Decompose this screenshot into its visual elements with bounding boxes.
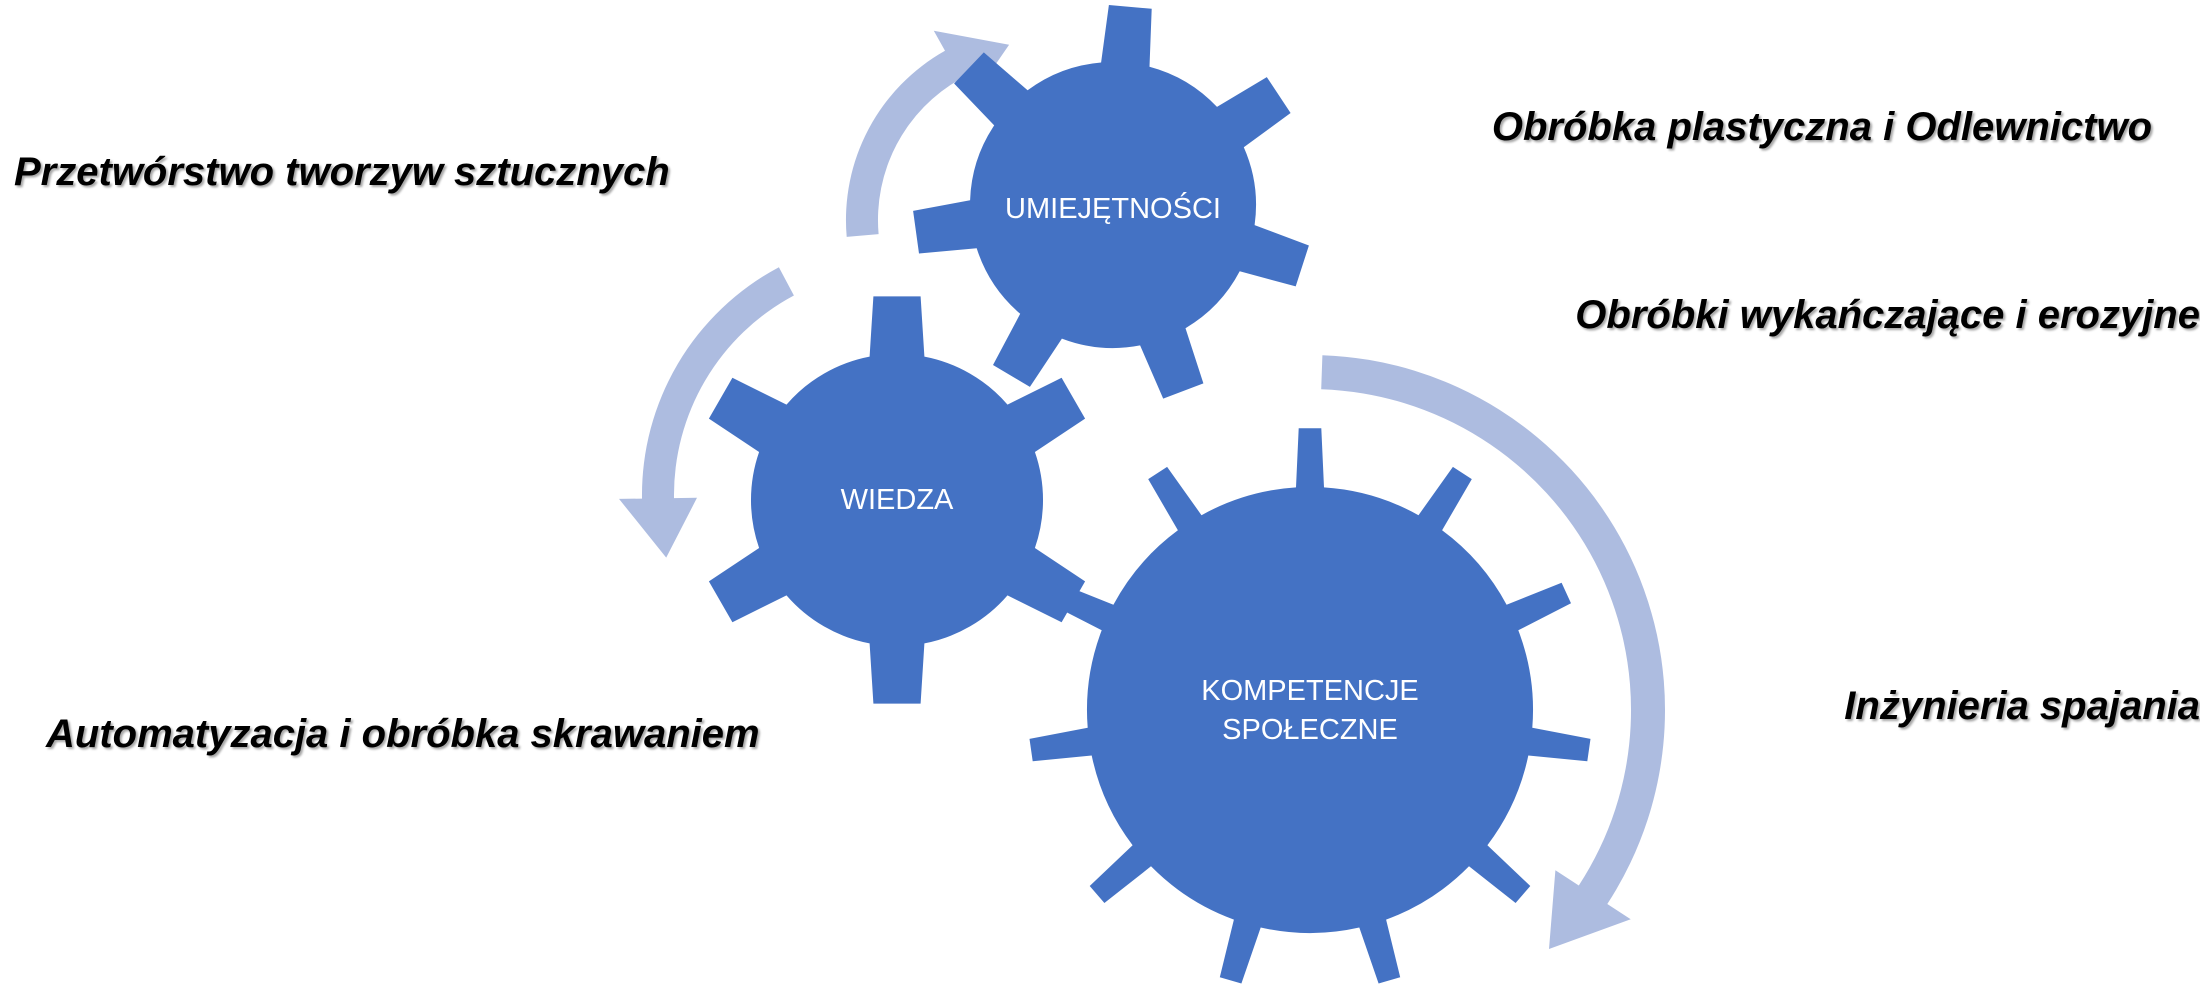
gear-knowledge — [708, 296, 1086, 704]
gear-knowledge-label: WIEDZA — [841, 484, 954, 516]
arrow-left-curved — [619, 267, 794, 558]
gear-social — [1029, 428, 1591, 984]
gear-social-label-line1: KOMPETENCJE — [1201, 675, 1419, 707]
label-plastics-processing: Przetwórstwo tworzyw sztucznych — [14, 150, 670, 194]
gear-skills-label: UMIEJĘTNOŚCI — [1005, 191, 1221, 225]
label-automation-machining: Automatyzacja i obróbka skrawaniem — [46, 712, 760, 756]
label-joining-engineering: Inżynieria spajania — [1844, 684, 2200, 728]
label-finishing-erosion: Obróbki wykańczające i erozyjne — [1575, 293, 2200, 337]
gear-skills — [913, 5, 1309, 399]
gear-social-label-line2: SPOŁECZNE — [1222, 714, 1398, 746]
arrow-right-curved — [1321, 355, 1666, 949]
label-plastic-working-casting: Obróbka plastyczna i Odlewnictwo — [1491, 105, 2152, 149]
